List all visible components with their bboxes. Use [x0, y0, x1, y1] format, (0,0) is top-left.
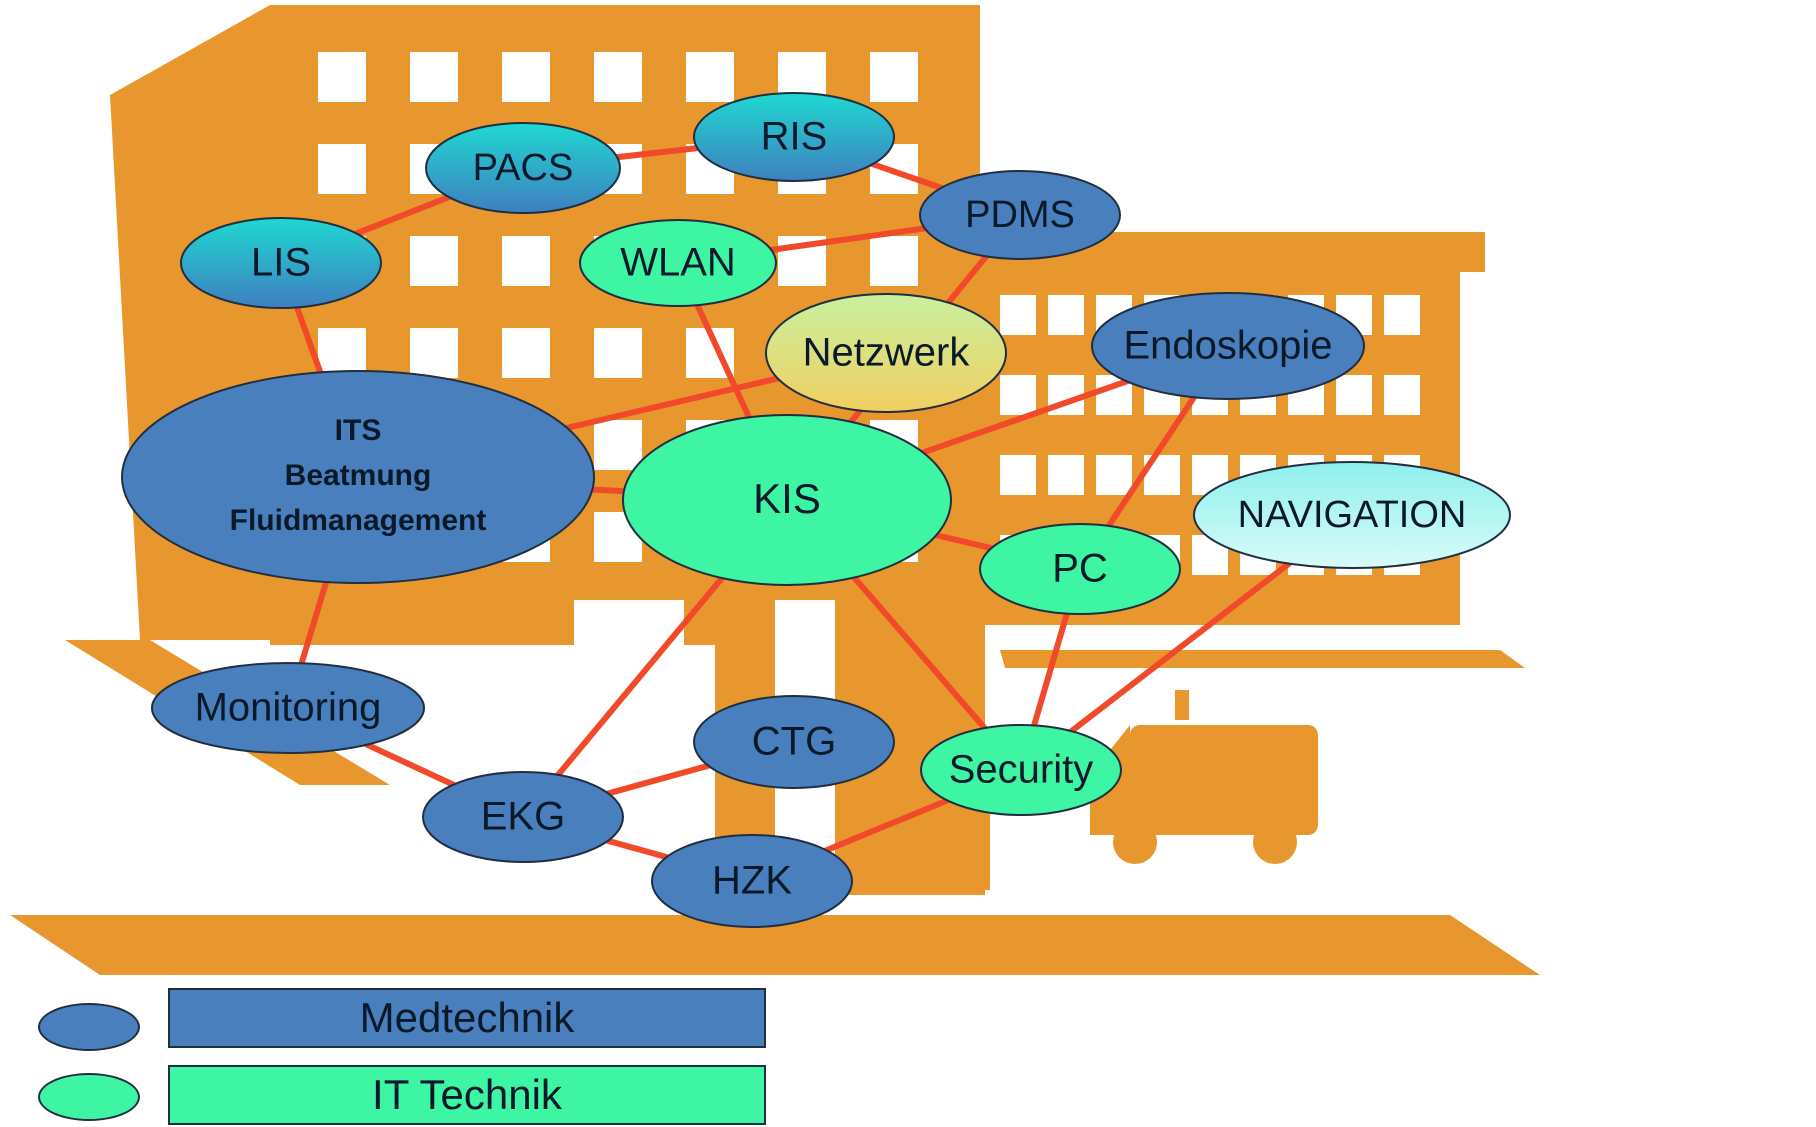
- node-ctg-label: CTG: [752, 720, 836, 764]
- node-ris: RIS: [693, 92, 895, 182]
- node-pdms: PDMS: [919, 170, 1121, 260]
- node-netzwerk-shape: [765, 293, 1007, 413]
- building-window: [410, 328, 458, 378]
- node-security-shape: [920, 724, 1122, 816]
- node-kis: KIS: [622, 414, 952, 586]
- node-its-label-line: Fluidmanagement: [230, 504, 487, 537]
- building-window: [594, 328, 642, 378]
- building-window: [502, 236, 550, 286]
- node-navigation-shape: [1193, 461, 1511, 569]
- node-wlan: WLAN: [579, 219, 777, 307]
- node-endoskopie-label: Endoskopie: [1123, 324, 1332, 368]
- node-navigation: NAVIGATION: [1193, 461, 1511, 569]
- node-monitoring-label: Monitoring: [195, 686, 382, 730]
- building-window: [410, 236, 458, 286]
- node-security: Security: [920, 724, 1122, 816]
- node-its-label-line: Beatmung: [285, 459, 432, 492]
- building-window: [318, 328, 366, 378]
- building-window: [1000, 295, 1036, 335]
- node-ekg: EKG: [422, 771, 624, 863]
- building-window: [318, 52, 366, 102]
- node-ctg: CTG: [693, 695, 895, 789]
- node-monitoring: Monitoring: [151, 662, 425, 754]
- building-window: [1048, 295, 1084, 335]
- building-window: [1096, 455, 1132, 495]
- legend-ittech-swatch: [38, 1073, 140, 1121]
- node-hzk: HZK: [651, 834, 853, 928]
- building-window: [1000, 455, 1036, 495]
- node-ris-label: RIS: [761, 115, 828, 159]
- node-lis-shape: [180, 217, 382, 309]
- node-pacs-label: PACS: [473, 147, 574, 189]
- node-pc-shape: [979, 523, 1181, 615]
- node-pdms-shape: [919, 170, 1121, 260]
- building-window: [502, 328, 550, 378]
- node-ekg-label: EKG: [481, 795, 565, 839]
- building-window: [502, 52, 550, 102]
- legend-medtech-label: Medtechnik: [168, 988, 766, 1048]
- node-its-shape: [121, 370, 595, 584]
- building-window: [870, 52, 918, 102]
- building-window: [594, 52, 642, 102]
- node-ekg-shape: [422, 771, 624, 863]
- node-pc-label: PC: [1052, 547, 1108, 591]
- building-window: [1384, 375, 1420, 415]
- node-pacs-shape: [425, 122, 621, 214]
- building-window: [1048, 455, 1084, 495]
- node-pdms-label: PDMS: [965, 194, 1075, 236]
- node-lis: LIS: [180, 217, 382, 309]
- node-kis-shape: [622, 414, 952, 586]
- node-monitoring-shape: [151, 662, 425, 754]
- legend-medtech-swatch: [38, 1003, 140, 1051]
- node-its-label-line: ITS: [335, 414, 382, 447]
- node-security-label: Security: [949, 748, 1094, 792]
- node-hzk-shape: [651, 834, 853, 928]
- node-pacs: PACS: [425, 122, 621, 214]
- legend-ittech-label: IT Technik: [168, 1065, 766, 1125]
- building-window: [318, 144, 366, 194]
- node-wlan-label: WLAN: [620, 241, 736, 285]
- node-kis-label: KIS: [753, 475, 821, 522]
- node-endoskopie: Endoskopie: [1091, 292, 1365, 400]
- building-window: [594, 420, 642, 470]
- node-wlan-shape: [579, 219, 777, 307]
- node-ctg-shape: [693, 695, 895, 789]
- node-netzwerk: Netzwerk: [765, 293, 1007, 413]
- node-ris-shape: [693, 92, 895, 182]
- node-hzk-label: HZK: [712, 859, 792, 903]
- node-lis-label: LIS: [251, 241, 311, 285]
- building-window: [1384, 295, 1420, 335]
- node-navigation-label: NAVIGATION: [1238, 494, 1467, 536]
- building-window: [870, 236, 918, 286]
- node-endoskopie-shape: [1091, 292, 1365, 400]
- node-netzwerk-label: Netzwerk: [803, 331, 971, 375]
- building-window: [410, 52, 458, 102]
- building-window: [686, 52, 734, 102]
- node-pc: PC: [979, 523, 1181, 615]
- building-window: [1000, 375, 1036, 415]
- building-window: [574, 600, 684, 800]
- building-window: [1336, 375, 1372, 415]
